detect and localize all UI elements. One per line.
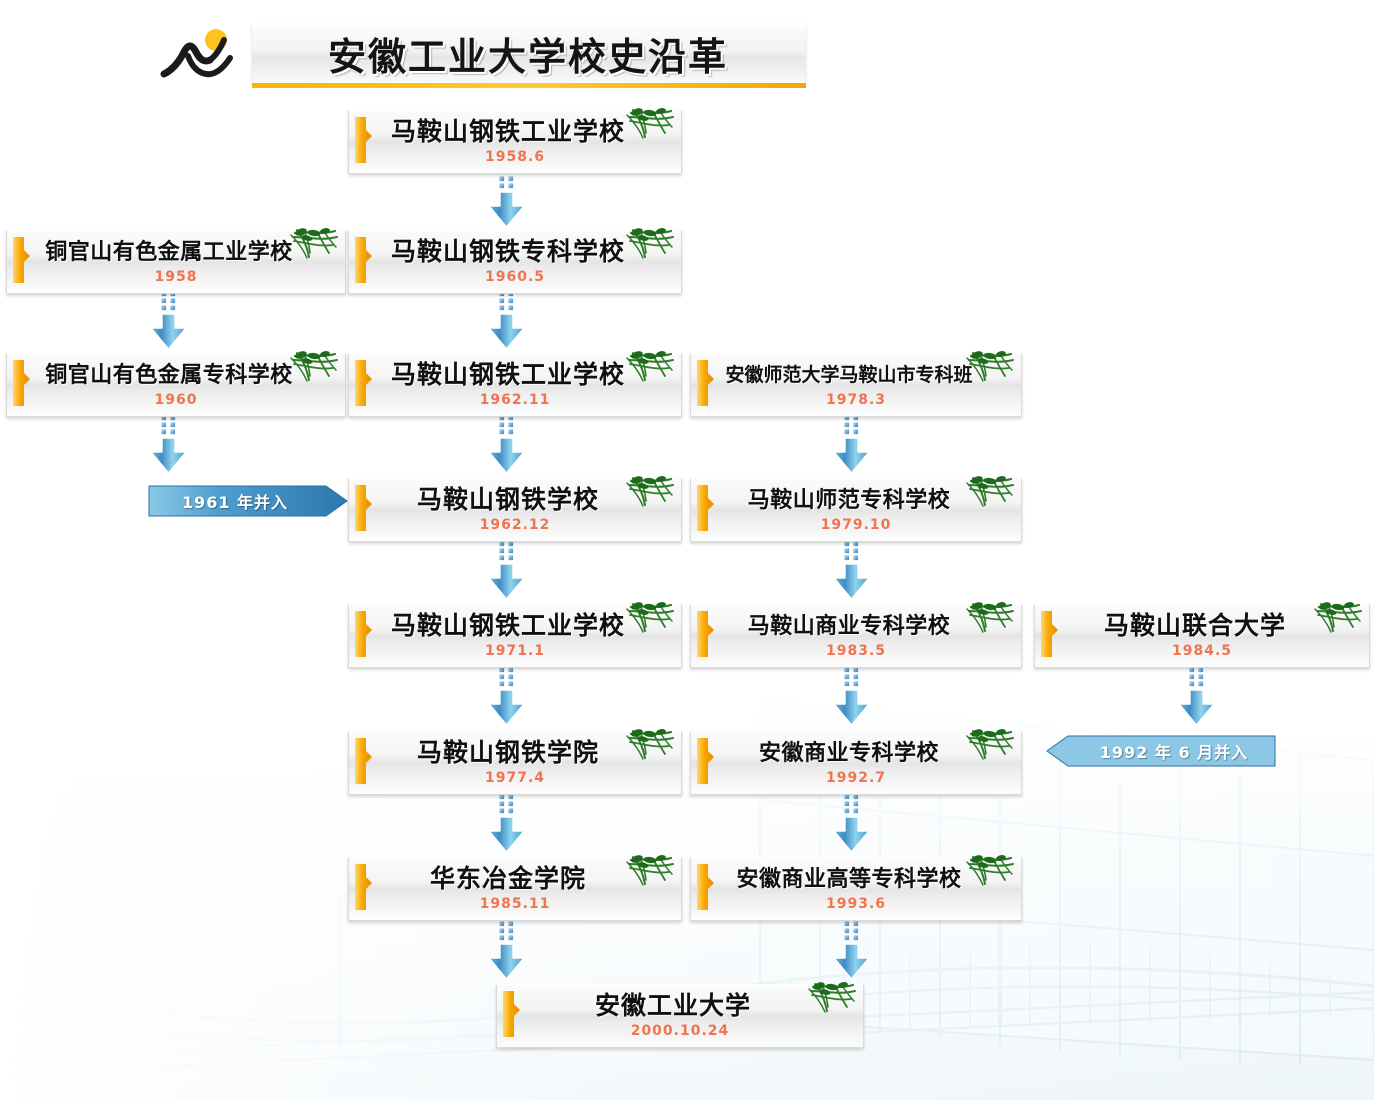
- bamboo-icon: [287, 350, 339, 384]
- node-安徽商业高等专科学校[interactable]: 安徽商业高等专科学校 1993.6: [690, 855, 1022, 921]
- node-label: 马鞍山联合大学: [1103, 611, 1286, 640]
- node-华东冶金学院[interactable]: 华东冶金学院 1985.11: [348, 855, 682, 921]
- bamboo-icon: [623, 107, 675, 141]
- flag-marker-icon: [695, 864, 715, 910]
- bamboo-icon: [623, 475, 675, 509]
- merge-banner-1992: 1992 年 6 月并入: [1046, 735, 1276, 767]
- node-马鞍山联合大学[interactable]: 马鞍山联合大学 1984.5: [1034, 601, 1370, 668]
- node-铜官山有色金属工业学校[interactable]: 铜官山有色金属工业学校 1958: [6, 227, 346, 294]
- node-label: 铜官山有色金属工业学校: [45, 240, 293, 265]
- down-arrow-icon: [484, 414, 530, 476]
- node-label: 马鞍山师范专科学校: [747, 488, 951, 513]
- node-马鞍山钢铁工业学校-1971[interactable]: 马鞍山钢铁工业学校 1971.1: [348, 601, 682, 668]
- node-label: 马鞍山钢铁专科学校: [390, 237, 625, 266]
- node-马鞍山钢铁工业学校[interactable]: 马鞍山钢铁工业学校 1958.6: [348, 107, 682, 174]
- bamboo-icon: [1311, 601, 1363, 635]
- mountain-sun-icon: [160, 22, 252, 84]
- page-header: 安徽工业大学校史沿革: [160, 18, 806, 88]
- down-arrow-icon: [1174, 666, 1220, 728]
- node-label: 马鞍山钢铁工业学校: [390, 117, 625, 146]
- node-马鞍山钢铁工业学校-1962[interactable]: 马鞍山钢铁工业学校 1962.11: [348, 350, 682, 417]
- flag-marker-icon: [695, 738, 715, 784]
- node-马鞍山商业专科学校[interactable]: 马鞍山商业专科学校 1983.5: [690, 601, 1022, 668]
- down-arrow-icon: [146, 414, 192, 476]
- node-label: 马鞍山钢铁学校: [416, 485, 599, 514]
- node-label: 华东冶金学院: [429, 864, 586, 893]
- node-label: 安徽师范大学马鞍山市专科班: [725, 363, 973, 386]
- node-label: 安徽商业高等专科学校: [736, 867, 962, 892]
- flag-marker-icon: [695, 611, 715, 657]
- node-label: 安徽工业大学: [594, 991, 751, 1020]
- down-arrow-icon: [829, 540, 875, 602]
- node-date: 1962.12: [479, 517, 551, 533]
- node-马鞍山师范专科学校[interactable]: 马鞍山师范专科学校 1979.10: [690, 475, 1022, 542]
- node-马鞍山钢铁学院[interactable]: 马鞍山钢铁学院 1977.4: [348, 729, 682, 795]
- node-date: 1971.1: [484, 643, 546, 659]
- bamboo-icon: [623, 350, 675, 384]
- node-date: 1958: [154, 269, 198, 285]
- flag-marker-icon: [353, 117, 373, 163]
- flag-marker-icon: [11, 237, 31, 283]
- node-安徽工业大学[interactable]: 安徽工业大学 2000.10.24: [496, 982, 864, 1048]
- down-arrow-icon: [484, 168, 530, 230]
- node-date: 1979.10: [820, 517, 892, 533]
- node-label: 安徽商业专科学校: [758, 741, 939, 766]
- node-date: 2000.10.24: [630, 1023, 730, 1039]
- flag-marker-icon: [353, 485, 373, 531]
- node-date: 1993.6: [825, 896, 887, 912]
- node-马鞍山钢铁学校[interactable]: 马鞍山钢铁学校 1962.12: [348, 475, 682, 542]
- flag-marker-icon: [353, 864, 373, 910]
- flag-marker-icon: [1039, 611, 1059, 657]
- node-date: 1958.6: [484, 149, 546, 165]
- node-date: 1992.7: [825, 770, 887, 786]
- flag-marker-icon: [501, 991, 521, 1037]
- node-铜官山有色金属专科学校[interactable]: 铜官山有色金属专科学校 1960: [6, 350, 346, 417]
- flag-marker-icon: [353, 237, 373, 283]
- node-date: 1984.5: [1171, 643, 1233, 659]
- node-date: 1983.5: [825, 643, 887, 659]
- flag-marker-icon: [695, 485, 715, 531]
- down-arrow-icon: [829, 666, 875, 728]
- down-arrow-icon: [829, 414, 875, 476]
- merge-banner-1961: 1961 年并入: [148, 485, 348, 517]
- node-安徽师范大学马鞍山市专科班[interactable]: 安徽师范大学马鞍山市专科班 1978.3: [690, 350, 1022, 417]
- bamboo-icon: [963, 475, 1015, 509]
- node-马鞍山钢铁专科学校[interactable]: 马鞍山钢铁专科学校 1960.5: [348, 227, 682, 294]
- flag-marker-icon: [695, 360, 715, 406]
- flag-marker-icon: [11, 360, 31, 406]
- node-安徽商业专科学校[interactable]: 安徽商业专科学校 1992.7: [690, 729, 1022, 795]
- page-title: 安徽工业大学校史沿革: [327, 35, 728, 79]
- node-date: 1978.3: [825, 392, 887, 408]
- bamboo-icon: [963, 350, 1015, 384]
- flag-marker-icon: [353, 360, 373, 406]
- title-plate: 安徽工业大学校史沿革: [252, 23, 806, 88]
- node-date: 1985.11: [479, 896, 551, 912]
- node-date: 1960: [154, 392, 198, 408]
- merge-label: 1961 年并入: [181, 493, 289, 512]
- bamboo-icon: [287, 227, 339, 261]
- merge-label: 1992 年 6 月并入: [1099, 743, 1249, 762]
- node-label: 马鞍山钢铁学院: [416, 738, 599, 767]
- down-arrow-icon: [484, 666, 530, 728]
- node-date: 1977.4: [484, 770, 546, 786]
- down-arrow-icon: [829, 920, 875, 982]
- flag-marker-icon: [353, 611, 373, 657]
- bamboo-icon: [623, 601, 675, 635]
- down-arrow-icon: [484, 540, 530, 602]
- down-arrow-icon: [484, 920, 530, 982]
- bamboo-icon: [623, 227, 675, 261]
- bamboo-icon: [963, 601, 1015, 635]
- node-label: 铜官山有色金属专科学校: [45, 363, 293, 388]
- node-label: 马鞍山钢铁工业学校: [390, 611, 625, 640]
- down-arrow-icon: [484, 793, 530, 855]
- node-label: 马鞍山钢铁工业学校: [390, 360, 625, 389]
- down-arrow-icon: [484, 290, 530, 352]
- node-date: 1960.5: [484, 269, 546, 285]
- node-label: 马鞍山商业专科学校: [747, 614, 951, 639]
- flag-marker-icon: [353, 738, 373, 784]
- down-arrow-icon: [146, 290, 192, 352]
- down-arrow-icon: [829, 793, 875, 855]
- node-date: 1962.11: [479, 392, 551, 408]
